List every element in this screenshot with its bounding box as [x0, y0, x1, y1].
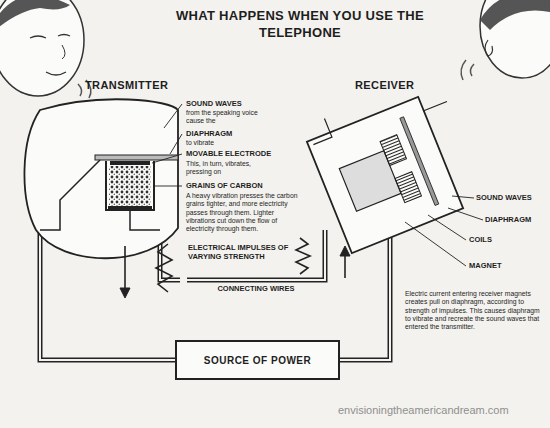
callout-heading: COILS	[469, 236, 529, 245]
zigzag	[156, 244, 172, 292]
inner-wire	[40, 160, 100, 230]
leader-lines	[152, 104, 483, 266]
coil	[395, 172, 421, 203]
housing-lines	[306, 74, 447, 154]
speaker-face	[0, 0, 84, 96]
note-text: Electric current entering receiver magne…	[405, 290, 543, 331]
callout-heading: MOVABLE ELECTRODE	[186, 150, 296, 159]
face-outline	[0, 0, 84, 96]
box-label: SOURCE OF POWER	[204, 355, 312, 366]
leader-line	[164, 104, 182, 128]
wire-label: CONNECTING WIRES	[215, 284, 296, 293]
wire-stub	[39, 230, 41, 290]
wire-inner	[187, 270, 325, 280]
callout-text: A heavy vibration presses the carbon gra…	[186, 192, 298, 233]
connecting-wire	[187, 270, 325, 280]
callout-heading: SOUND WAVES	[186, 100, 296, 109]
zigzag	[296, 238, 310, 274]
transmitter-unit: TRANSMITTER	[20, 72, 187, 290]
transmitter-drawing	[24, 99, 178, 258]
callout-text: from the speaking voice cause the	[186, 109, 271, 126]
leader-line	[428, 215, 466, 240]
connecting-wire	[40, 290, 175, 360]
unit-heading: RECEIVER	[355, 79, 414, 91]
inner-wire	[130, 210, 160, 230]
wire-inner	[40, 290, 175, 360]
wire-outer	[340, 270, 390, 360]
leader-line	[153, 186, 182, 187]
leader-line	[452, 196, 474, 198]
fixed-electrode	[108, 206, 152, 210]
receiver-drawing	[301, 74, 486, 253]
unit-heading: TRANSMITTER	[85, 79, 168, 91]
watermark: envisioningtheamericandream.com	[338, 404, 543, 416]
diagram-title: WHAT HAPPENS WHEN YOU USE THE TELEPHONE	[175, 8, 425, 42]
callout-text: to vibrate	[186, 139, 296, 147]
callout-heading: MAGNET	[469, 262, 529, 271]
carbon-grains	[109, 166, 151, 208]
mouth	[46, 72, 66, 75]
movable-electrode	[110, 161, 150, 165]
wire-stub	[38, 230, 43, 290]
hair	[480, 0, 550, 30]
callout-heading: ELECTRICAL IMPULSES OF VARYING STRENGTH	[188, 244, 300, 261]
leader-line	[152, 154, 182, 163]
receiver-diaphragm	[400, 117, 439, 206]
callout-heading: DIAPHRAGM	[485, 216, 547, 225]
nose	[62, 45, 65, 59]
callout-heading: SOUND WAVES	[476, 194, 546, 203]
coil	[380, 135, 406, 166]
wire-outer	[40, 290, 175, 360]
mouthpiece	[24, 99, 178, 258]
callout-text: This, in turn, vibrates, pressing on	[186, 160, 271, 177]
receiver-unit: RECEIVER	[300, 70, 470, 270]
sound-wave-arcs	[461, 60, 474, 80]
callout-heading: GRAINS OF CARBON	[186, 182, 296, 191]
power-source-box: SOURCE OF POWER	[175, 340, 340, 380]
leader-line	[448, 208, 483, 220]
impulse-symbols	[120, 238, 350, 298]
arrowhead	[120, 288, 130, 298]
listener-face	[480, 0, 550, 78]
wire-inner	[340, 270, 390, 360]
leader-line	[170, 134, 182, 154]
face-outline	[480, 0, 550, 78]
arrowhead	[340, 246, 350, 256]
leader-line	[405, 222, 466, 266]
callout-heading: DIAPHRAGM	[186, 130, 296, 139]
carbon-cup	[106, 161, 154, 210]
ear	[485, 40, 493, 56]
hair	[0, 0, 70, 30]
receiver-housing	[307, 97, 463, 253]
eyes	[30, 35, 70, 39]
wire-outer	[187, 270, 325, 280]
connecting-wire	[340, 270, 390, 360]
